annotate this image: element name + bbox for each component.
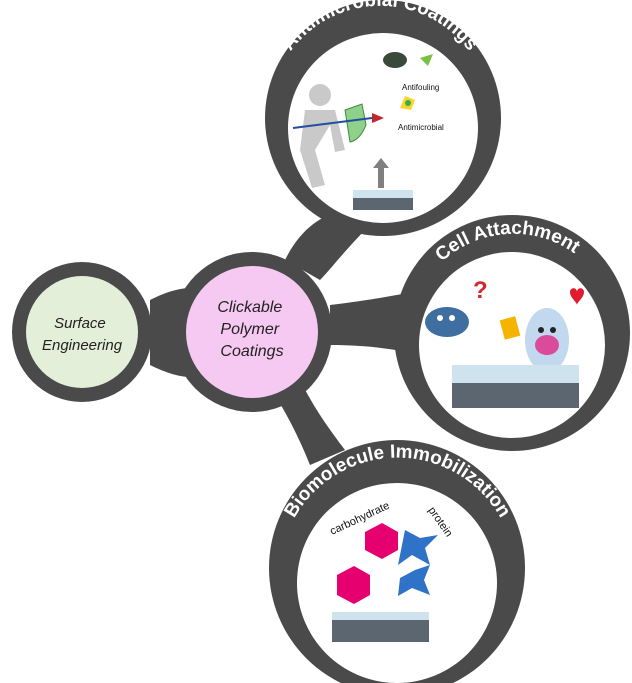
- clickable-line-3: Coatings: [220, 343, 283, 360]
- up-arrow-shaft: [378, 168, 384, 188]
- clickable-line-1: Clickable: [217, 299, 282, 316]
- spear-head: [372, 113, 384, 123]
- question-mark: ?: [473, 277, 488, 304]
- surface-engineering-node: Surface Engineering: [12, 262, 152, 402]
- cell-substrate: [452, 365, 579, 383]
- surface-engineering-fill: [26, 276, 138, 388]
- protein-star-top: [398, 530, 438, 565]
- spear-line: [292, 117, 373, 129]
- antifouling-label: Antifouling: [402, 83, 439, 92]
- clickable-polymer-fill: [186, 266, 318, 398]
- surface-engineering-line-1: Surface: [54, 315, 106, 332]
- food-cup: [499, 316, 521, 340]
- antimicrobial-label: Antimicrobial: [398, 123, 444, 132]
- svg-text:Clickable Polymer: Clickable Polymer Coatings: [217, 299, 286, 360]
- up-arrow-head: [373, 158, 389, 168]
- biomolecule-substrate: [332, 612, 429, 620]
- clickable-line-2: Polymer: [220, 321, 279, 338]
- clickable-polymer-node: Clickable Polymer Coatings: [172, 252, 332, 412]
- biomolecule-panel: Biomolecule Immobilization carbohydrate …: [269, 440, 525, 683]
- cell-base: [452, 383, 579, 408]
- carbohydrate-hexagon-bottom: [337, 566, 370, 604]
- heart-icon: [570, 288, 584, 305]
- sad-cell: [425, 307, 469, 337]
- antifouling-microbes: [383, 52, 433, 68]
- happy-cell: [525, 308, 569, 372]
- protein-star-bottom: [398, 565, 430, 596]
- cell-attachment-panel: Cell Attachment ?: [394, 215, 630, 451]
- carbohydrate-hexagon-top: [365, 523, 398, 559]
- person-figure: [300, 84, 345, 188]
- shield-icon: [344, 103, 367, 143]
- surface-engineering-line-2: Engineering: [42, 337, 123, 354]
- antimicrobial-base: [353, 198, 413, 210]
- biomolecule-base: [332, 620, 429, 642]
- antimicrobial-microbe: [400, 96, 415, 110]
- antimicrobial-panel: Antimicrobial Coatings Antifouling Antim…: [265, 0, 501, 236]
- svg-text:Surface Engineering: Surface Engineering: [42, 315, 123, 354]
- antimicrobial-substrate: [353, 190, 413, 198]
